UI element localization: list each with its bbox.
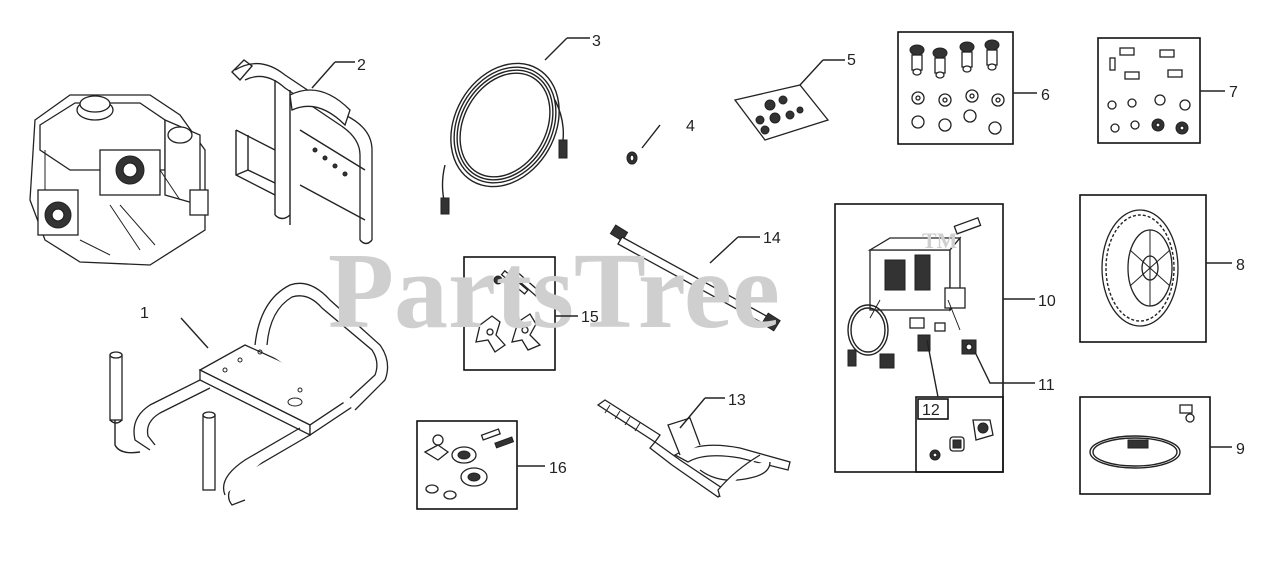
callout-10: 10 (1038, 293, 1056, 310)
part-4-nut (626, 151, 638, 165)
part-7-kit-box (1097, 37, 1201, 144)
callout-2: 2 (357, 57, 366, 74)
callout-13: 13 (728, 392, 746, 409)
callout-5: 5 (847, 52, 856, 69)
part-14-wand (609, 224, 781, 332)
part-3-hose (440, 62, 568, 215)
callout-lines (180, 37, 1232, 467)
callout-15: 15 (581, 309, 599, 326)
callout-3: 3 (592, 33, 601, 50)
callout-7: 7 (1229, 84, 1238, 101)
callout-1: 1 (140, 305, 149, 322)
part-9-axle-box (1079, 396, 1211, 495)
callout-16: 16 (549, 460, 567, 477)
part-5-hardware-bag (733, 84, 830, 141)
engine-illustration (29, 94, 209, 266)
callout-numbers: 1 2 3 4 5 6 7 8 9 10 11 12 13 14 15 16 (140, 33, 1245, 477)
part-16-bearing-box (416, 420, 518, 510)
part-11-fitting (961, 339, 977, 355)
callout-6: 6 (1041, 87, 1050, 104)
part-6-kit-box (897, 31, 1014, 145)
part-10-pump-box (834, 203, 1004, 473)
part-15-knob-box (463, 256, 556, 371)
callout-4: 4 (686, 118, 695, 135)
part-12-fitting-kit (929, 419, 994, 461)
part-2-handle (231, 59, 373, 245)
callout-8: 8 (1236, 257, 1245, 274)
watermark-tm: TM (922, 228, 958, 253)
callout-12: 12 (922, 402, 940, 419)
part-13-spray-gun (596, 399, 791, 498)
watermark-text: PartsTree (328, 232, 780, 351)
callout-11: 11 (1038, 377, 1055, 394)
watermark: PartsTree TM (328, 228, 958, 351)
callout-14: 14 (763, 230, 781, 247)
callout-12-box (917, 398, 949, 420)
part-1-frame (109, 282, 389, 506)
callout-9: 9 (1236, 441, 1245, 458)
part-8-wheel-box (1079, 194, 1207, 343)
